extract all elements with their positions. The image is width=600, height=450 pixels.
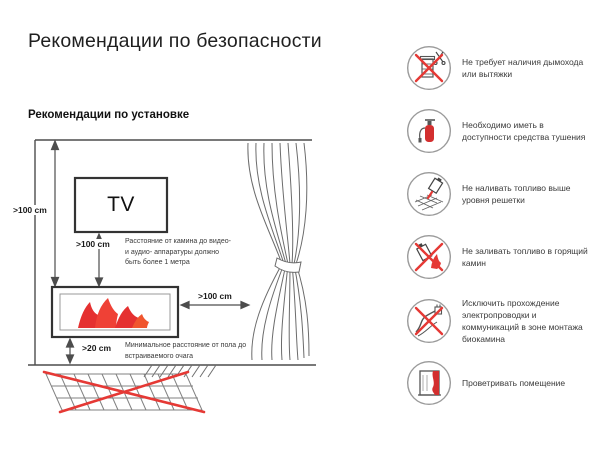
flames-icon: [78, 298, 149, 328]
floor-distance-label: >20 cm: [80, 343, 114, 353]
curtain-tie: [274, 257, 302, 273]
floor-distance-note: Минимальное расстояние от пола до встраи…: [125, 342, 247, 360]
recommendation-text: Необходимо иметь в доступности средства …: [462, 119, 586, 142]
recommendation-text: Не наливать топливо выше уровня решетки: [462, 182, 571, 205]
no-carpet-cross-icon: [42, 370, 206, 414]
recommendation-item: Исключить прохождение электропроводки и …: [406, 297, 598, 345]
no-refill-burning-icon: [406, 234, 452, 280]
no-chimney-icon: [406, 45, 452, 91]
recommendation-text: Исключить прохождение электропроводки и …: [462, 298, 583, 345]
curtain: [247, 142, 310, 361]
recommendation-text: Не заливать топливо в горящий камин: [462, 245, 588, 268]
floor-distance-arrow: [65, 337, 75, 365]
recommendation-text: Не требует наличия дымохода или вытяжки: [462, 56, 584, 79]
recommendation-item: Необходимо иметь в доступности средства …: [406, 108, 598, 154]
page-title: Рекомендации по безопасности: [28, 30, 322, 52]
wall-distance-arrow: [50, 139, 60, 288]
equipment-distance-label: >100 cm: [74, 239, 112, 249]
no-fuel-above-grate-icon: [406, 171, 452, 217]
ventilate-icon: [406, 360, 452, 406]
recommendation-item: Не требует наличия дымохода или вытяжки: [406, 45, 598, 91]
recommendation-item: Не заливать топливо в горящий камин: [406, 234, 598, 280]
floor-hatch: [143, 364, 217, 378]
recommendation-item: Проветривать помещение: [406, 360, 598, 406]
tv-label: TV: [107, 193, 135, 216]
section-title-installation: Рекомендации по установке: [28, 109, 190, 121]
wall-distance-label: >100 cm: [11, 205, 49, 215]
extinguisher-icon: [406, 108, 452, 154]
equipment-distance-note: Расстояние от камина до видео- и аудио- …: [125, 238, 231, 266]
recommendation-item: Не наливать топливо выше уровня решетки: [406, 171, 598, 217]
no-wiring-icon: [406, 298, 452, 344]
carpet: [45, 373, 203, 411]
fireplace: [50, 285, 180, 339]
curtain-distance-label: >100 cm: [196, 291, 234, 301]
recommendation-text: Проветривать помещение: [462, 377, 566, 388]
curtain-distance-arrow: [179, 300, 251, 310]
